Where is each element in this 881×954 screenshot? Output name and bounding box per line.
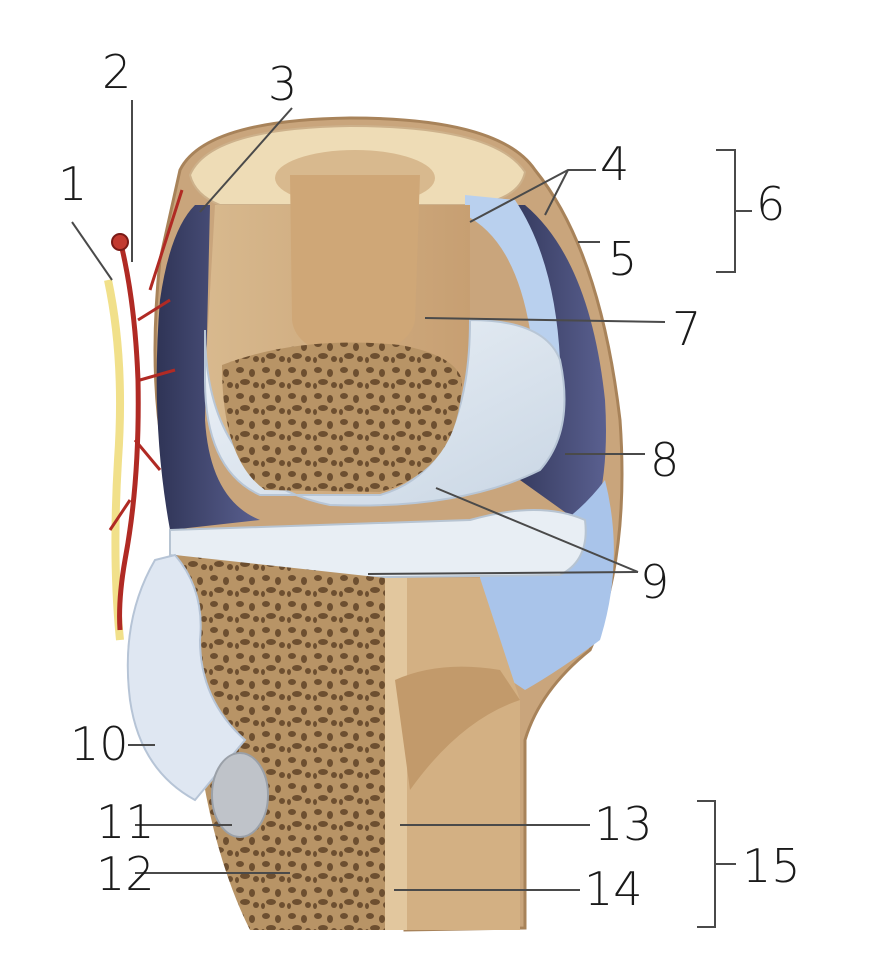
label-6: 6 <box>756 177 785 231</box>
tendon-cut-surface <box>211 752 269 838</box>
label-4: 4 <box>600 137 629 191</box>
label-3: 3 <box>268 57 297 111</box>
tendon <box>126 553 247 802</box>
shaft-fold <box>395 666 520 790</box>
label-10: 10 <box>70 717 129 771</box>
label-5: 5 <box>608 232 637 286</box>
label-12: 12 <box>96 847 155 901</box>
synovial-cavity-left <box>156 205 260 530</box>
nerve <box>104 279 125 641</box>
compact-bone-lower <box>385 578 407 930</box>
label-14: 14 <box>584 862 643 916</box>
articular-cartilage-upper <box>204 318 566 507</box>
leader-4b <box>544 169 569 216</box>
artery <box>117 239 141 631</box>
leader-9 <box>435 487 639 573</box>
label-13: 13 <box>594 797 653 851</box>
label-15: 15 <box>742 839 801 893</box>
label-1: 1 <box>58 157 87 211</box>
medullary-cavity <box>290 175 420 360</box>
label-7: 7 <box>672 302 701 356</box>
label-9: 9 <box>640 555 669 609</box>
label-8: 8 <box>650 433 679 487</box>
label-11: 11 <box>96 795 155 849</box>
leader-9b <box>367 571 639 575</box>
leader-7 <box>424 317 666 323</box>
spongy-bone-upper <box>222 342 462 492</box>
artery-cut-end <box>111 233 129 251</box>
label-2: 2 <box>102 45 131 99</box>
lower-shaft-outer <box>407 578 520 930</box>
bracket-15 <box>697 800 736 928</box>
artery-branches <box>108 189 184 531</box>
spongy-bone-lower <box>175 555 385 930</box>
leader-3 <box>199 107 293 213</box>
bracket-6 <box>716 149 752 273</box>
leader-1 <box>71 221 113 281</box>
